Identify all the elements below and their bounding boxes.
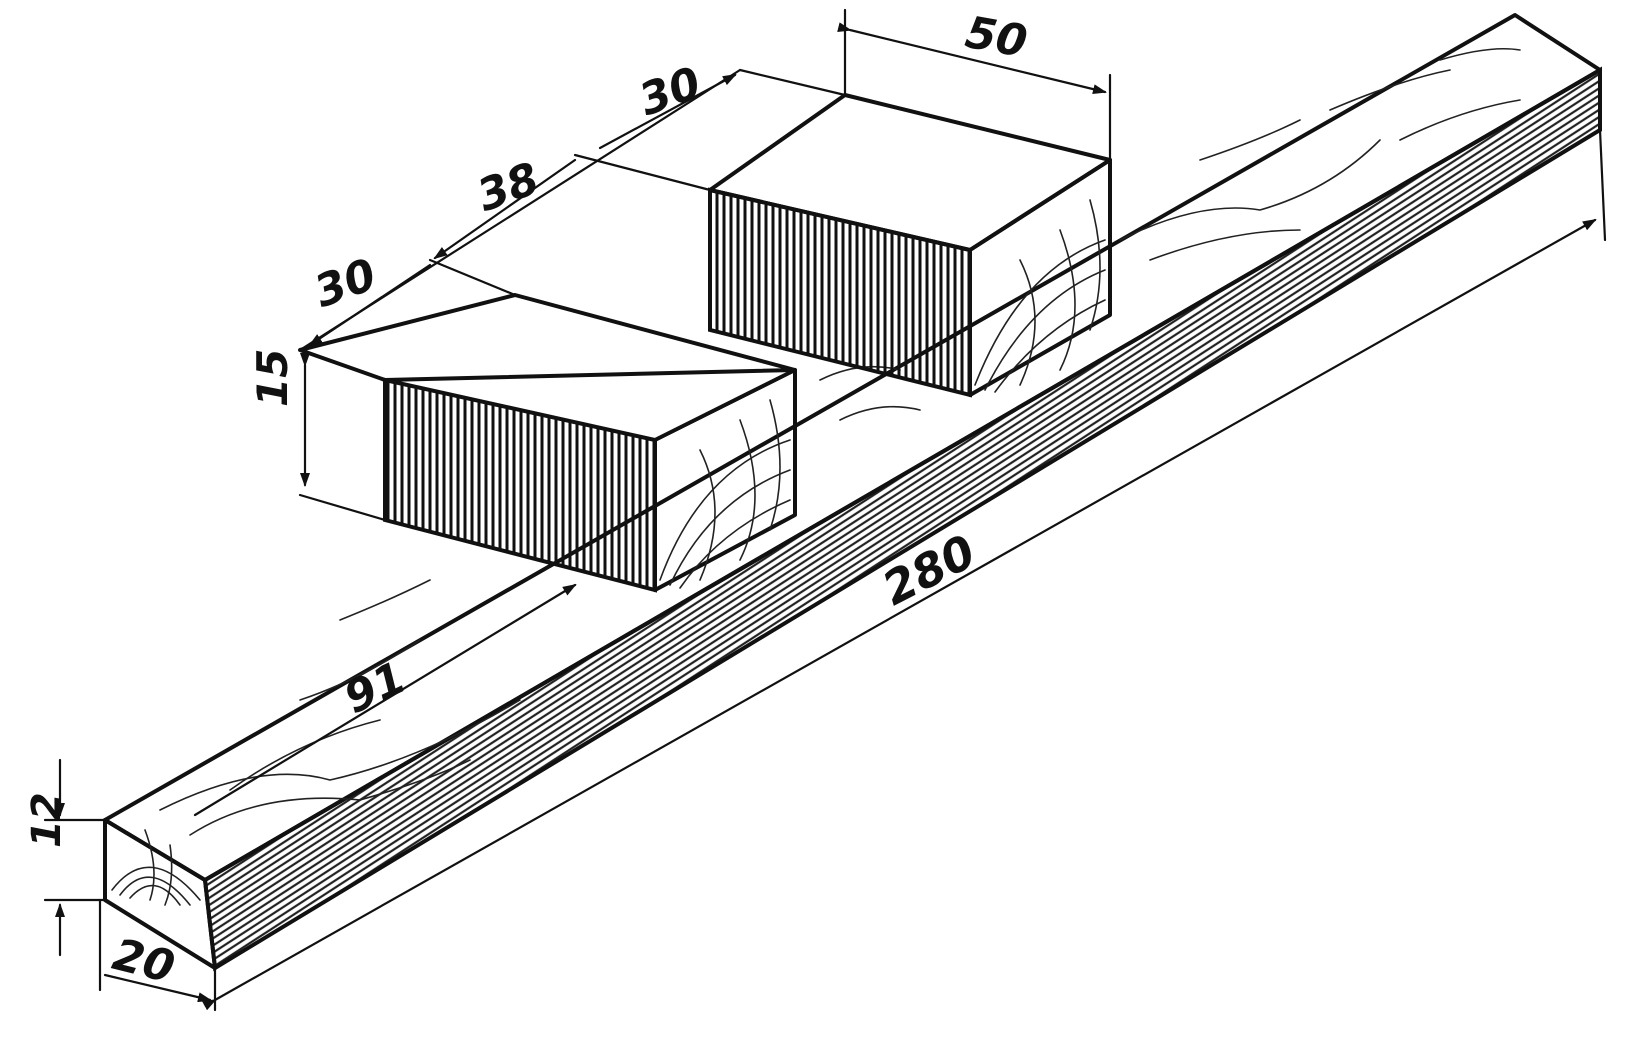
- dim-label-board-height: 12: [24, 792, 70, 848]
- block-back-side: [708, 187, 972, 398]
- block-front-side: [383, 377, 657, 593]
- dim-label-block-width: 50: [962, 7, 1031, 68]
- block-front: [298, 293, 797, 593]
- dimension-lines: [43, 8, 1607, 1012]
- dim-label-block-depth-first: 30: [308, 249, 383, 318]
- dim-label-offset: 91: [337, 652, 414, 724]
- dim-label-block-depth-second: 30: [633, 57, 708, 126]
- dim-label-block-height: 15: [248, 349, 297, 407]
- base-board: [103, 13, 1602, 972]
- block-back-end-grain: [974, 199, 1106, 393]
- dim-label-gap: 38: [471, 153, 546, 222]
- board-end-grain: [111, 829, 201, 906]
- block-back: [708, 93, 1112, 398]
